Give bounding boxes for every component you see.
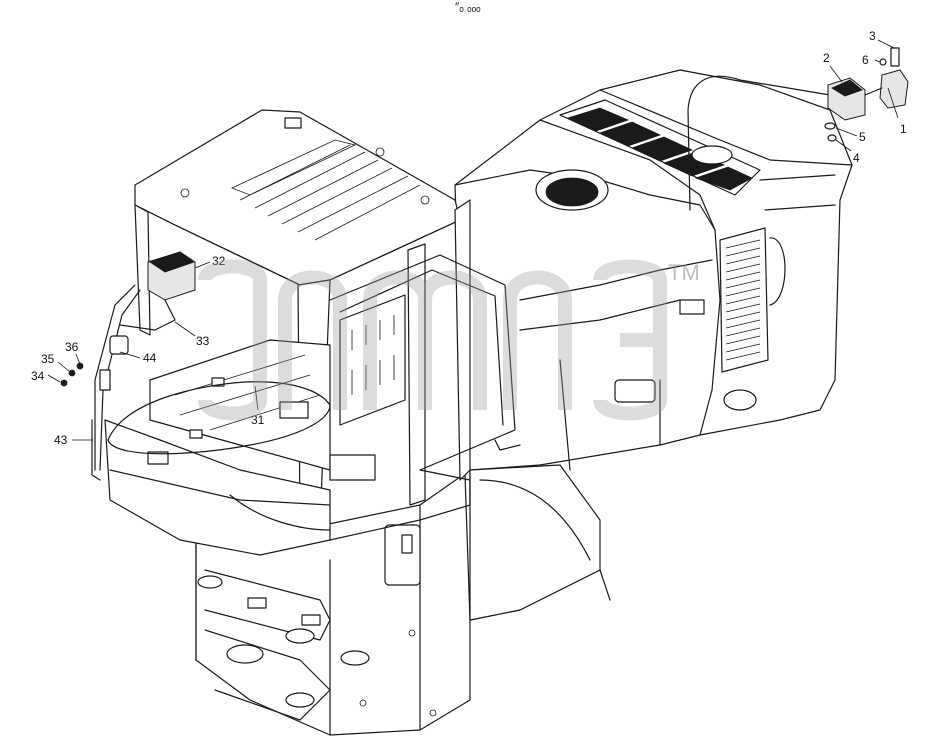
svg-text:31: 31 xyxy=(251,413,265,427)
callout-4: 4 xyxy=(835,139,860,165)
callout-5: 5 xyxy=(835,127,866,144)
roof-vent xyxy=(559,99,761,196)
watermark-logo: TM xyxy=(198,259,700,421)
svg-text:4: 4 xyxy=(853,151,860,165)
svg-text:32: 32 xyxy=(212,254,226,268)
operator-cab xyxy=(104,109,516,556)
svg-text:1: 1 xyxy=(900,122,907,136)
engine-body xyxy=(454,69,853,621)
callout-36: 36 xyxy=(65,340,84,370)
callout-43: 43 xyxy=(54,433,93,447)
beacon-assembly xyxy=(687,47,909,211)
svg-text:3: 3 xyxy=(869,29,876,43)
svg-text:5: 5 xyxy=(859,130,866,144)
callout-3: 3 xyxy=(869,29,895,49)
svg-text:36: 36 xyxy=(65,340,79,354)
svg-text:33: 33 xyxy=(196,334,210,348)
svg-text:35: 35 xyxy=(41,352,55,366)
side-grille xyxy=(719,227,786,373)
callout-32: 32 xyxy=(194,254,226,269)
svg-text:34: 34 xyxy=(31,369,45,383)
callout-35: 35 xyxy=(41,352,76,377)
top-mark: ″ₒ ₒₒₒ xyxy=(455,0,481,14)
trademark-mark: TM xyxy=(668,260,700,285)
callout-31: 31 xyxy=(251,385,265,427)
svg-text:44: 44 xyxy=(143,351,157,365)
callout-1: 1 xyxy=(887,87,907,136)
callout-2: 2 xyxy=(823,51,843,83)
svg-text:6: 6 xyxy=(862,53,869,67)
cab-lamp-assembly xyxy=(91,251,196,481)
callout-34: 34 xyxy=(31,369,68,387)
cab-wiring-loop xyxy=(107,381,331,455)
callout-6: 6 xyxy=(862,53,881,67)
callout-33: 33 xyxy=(174,321,210,348)
callout-44: 44 xyxy=(119,351,157,365)
svg-text:2: 2 xyxy=(823,51,830,65)
svg-text:43: 43 xyxy=(54,433,68,447)
